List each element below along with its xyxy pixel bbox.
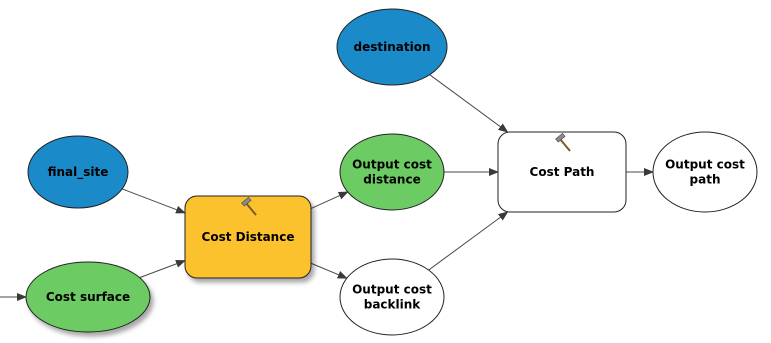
node-cost-path-shape <box>497 131 627 213</box>
node-label-line: Cost Distance <box>202 230 295 244</box>
node-cost-distance[interactable]: Cost Distance <box>184 195 312 279</box>
connector-cost-surface-to-cost-distance[interactable] <box>139 260 186 279</box>
node-output-cost-backlink-shape <box>339 258 445 336</box>
node-label-line: distance <box>363 173 420 187</box>
node-output-cost-path-shape <box>652 131 758 213</box>
node-final-site[interactable]: final_site <box>27 135 129 209</box>
node-cost-path-label: Cost Path <box>530 165 595 179</box>
node-output-cost-distance-shape <box>339 133 445 211</box>
hammer-icon <box>555 132 571 152</box>
connector-cost-distance-to-output-cost-backlink[interactable] <box>310 262 348 279</box>
node-destination[interactable]: destination <box>336 8 448 86</box>
node-cost-surface-label: Cost surface <box>46 290 130 304</box>
node-cost-distance-label: Cost Distance <box>202 230 295 244</box>
node-final-site-label: final_site <box>48 165 109 180</box>
node-label-line: path <box>690 173 721 187</box>
node-cost-surface[interactable]: Cost surface <box>25 261 151 333</box>
connector-layer <box>0 74 654 301</box>
node-label-line: Cost surface <box>46 290 130 304</box>
connector-final-site-to-cost-distance[interactable] <box>121 188 186 214</box>
node-cost-path[interactable]: Cost Path <box>497 131 627 213</box>
node-label-line: destination <box>354 40 431 54</box>
node-label-line: Output cost <box>665 158 745 172</box>
connector-cost-distance-to-output-cost-distance[interactable] <box>310 191 349 210</box>
node-destination-shape <box>336 8 448 86</box>
node-label-line: final_site <box>48 165 109 180</box>
node-label-line: Output cost <box>352 158 432 172</box>
connector-output-cost-backlink-to-cost-path[interactable] <box>428 211 509 271</box>
hammer-icon <box>241 196 257 216</box>
node-label-line: backlink <box>364 298 422 312</box>
node-destination-label: destination <box>354 40 431 54</box>
connector-destination-to-cost-path[interactable] <box>429 74 509 133</box>
node-label-line: Output cost <box>352 283 432 297</box>
node-final-site-shape <box>27 135 129 209</box>
node-cost-distance-shape <box>184 195 312 279</box>
node-label-line: Cost Path <box>530 165 595 179</box>
node-cost-surface-shape <box>25 261 151 333</box>
